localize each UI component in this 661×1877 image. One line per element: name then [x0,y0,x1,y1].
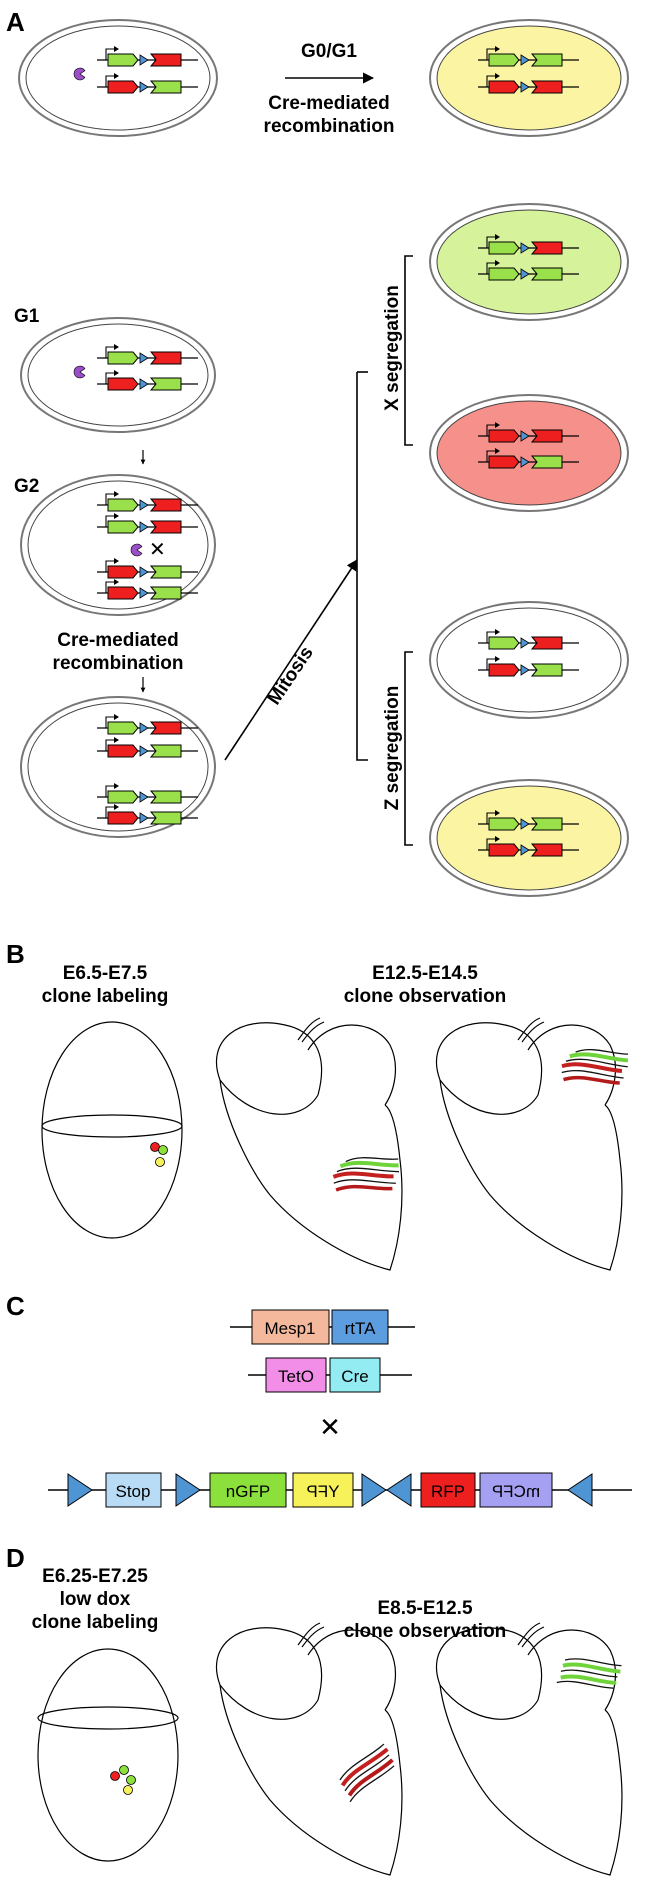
panel-d-left-line3: clone labeling [32,1612,159,1633]
label-cre: Cre [341,1367,368,1386]
segregation-brackets [356,255,413,846]
gene-construct [478,656,579,677]
label-stop: Stop [116,1482,151,1501]
cell-g1 [20,317,216,433]
cross-c: ✕ [319,1412,341,1442]
panel-c-letter: C [6,1291,25,1321]
construct-teto-cre: TetO Cre [248,1357,412,1393]
label-g1: G1 [14,306,40,327]
label-cre-line1: Cre-mediated [268,93,389,114]
gene-construct [97,804,198,825]
panel-b-letter: B [6,939,25,969]
label-z-segregation: Z segregation [382,686,403,811]
cell-a-start [18,19,218,137]
panel-b-left-line2: clone labeling [42,986,169,1007]
cre-protein-icon [130,543,143,557]
label-teto: TetO [278,1367,314,1386]
panel-b-right-line1: E12.5-E14.5 [372,963,478,984]
label-mesp1: Mesp1 [264,1319,315,1338]
panel-d-letter: D [6,1543,25,1573]
gene-construct [97,714,198,735]
construct-reporter: Stop nGFP YFP RFP mCFP [48,1472,632,1508]
gene-construct [97,558,198,579]
gene-construct [97,783,198,804]
panel-a-letter: A [6,7,25,37]
panel-b-left-line1: E6.5-E7.5 [63,963,148,984]
gene-construct [97,73,198,94]
label-ngfp: nGFP [226,1482,270,1501]
cell-z-white [429,601,629,719]
label-g0g1: G0/G1 [301,41,357,62]
heart-d2 [435,1622,623,1876]
panel-d-right-line2: clone observation [344,1621,507,1642]
panel-d-left-line1: E6.25-E7.25 [42,1566,148,1587]
label-rfp: RFP [431,1482,465,1501]
gene-construct [97,513,198,534]
cell-g2-recombined [20,696,216,838]
label-mitosis: Mitosis [264,643,318,709]
gene-construct [478,73,579,94]
construct-mesp1-rtta: Mesp1 rtTA [230,1309,415,1345]
gene-construct [478,810,579,831]
label-x-segregation: X segregation [382,285,403,411]
gene-construct [478,448,579,469]
gene-construct [478,422,579,443]
heart-b2 [435,1017,634,1271]
panel-d-left-line2: low dox [60,1589,131,1610]
gene-construct [97,579,198,600]
gene-construct [478,260,579,281]
cell-x-green [429,203,629,321]
gene-construct [478,629,579,650]
gene-construct [97,491,198,512]
label-g2: G2 [14,476,39,497]
label-yfp: YFP [306,1482,339,1501]
cell-x-red [429,394,629,512]
label-rtta: rtTA [345,1319,377,1338]
label-cre-line2: recombination [264,116,395,137]
gene-construct [97,46,198,67]
label-mid-cre-line1: Cre-mediated [57,630,178,651]
gene-construct [97,370,198,391]
heart-d1 [215,1622,403,1876]
label-mcfp: mCFP [492,1482,540,1501]
cell-a-result-yellow [429,19,629,137]
panel-b-right-line2: clone observation [344,986,507,1007]
gene-construct [97,737,198,758]
cell-g2: ✕ [20,474,216,616]
arrow-mitosis [224,559,358,761]
label-mid-cre-line2: recombination [53,653,184,674]
embryo-d [37,1648,179,1862]
gene-construct [478,46,579,67]
cross-mark: ✕ [149,539,166,561]
cell-z-yellow [429,779,629,897]
panel-d-right-line1: E8.5-E12.5 [377,1598,472,1619]
gene-construct [478,836,579,857]
cre-protein-icon [73,67,86,81]
embryo-b [41,1021,183,1239]
heart-b1 [215,1017,405,1271]
gene-construct [97,344,198,365]
gene-construct [478,234,579,255]
cre-protein-icon [73,365,86,379]
